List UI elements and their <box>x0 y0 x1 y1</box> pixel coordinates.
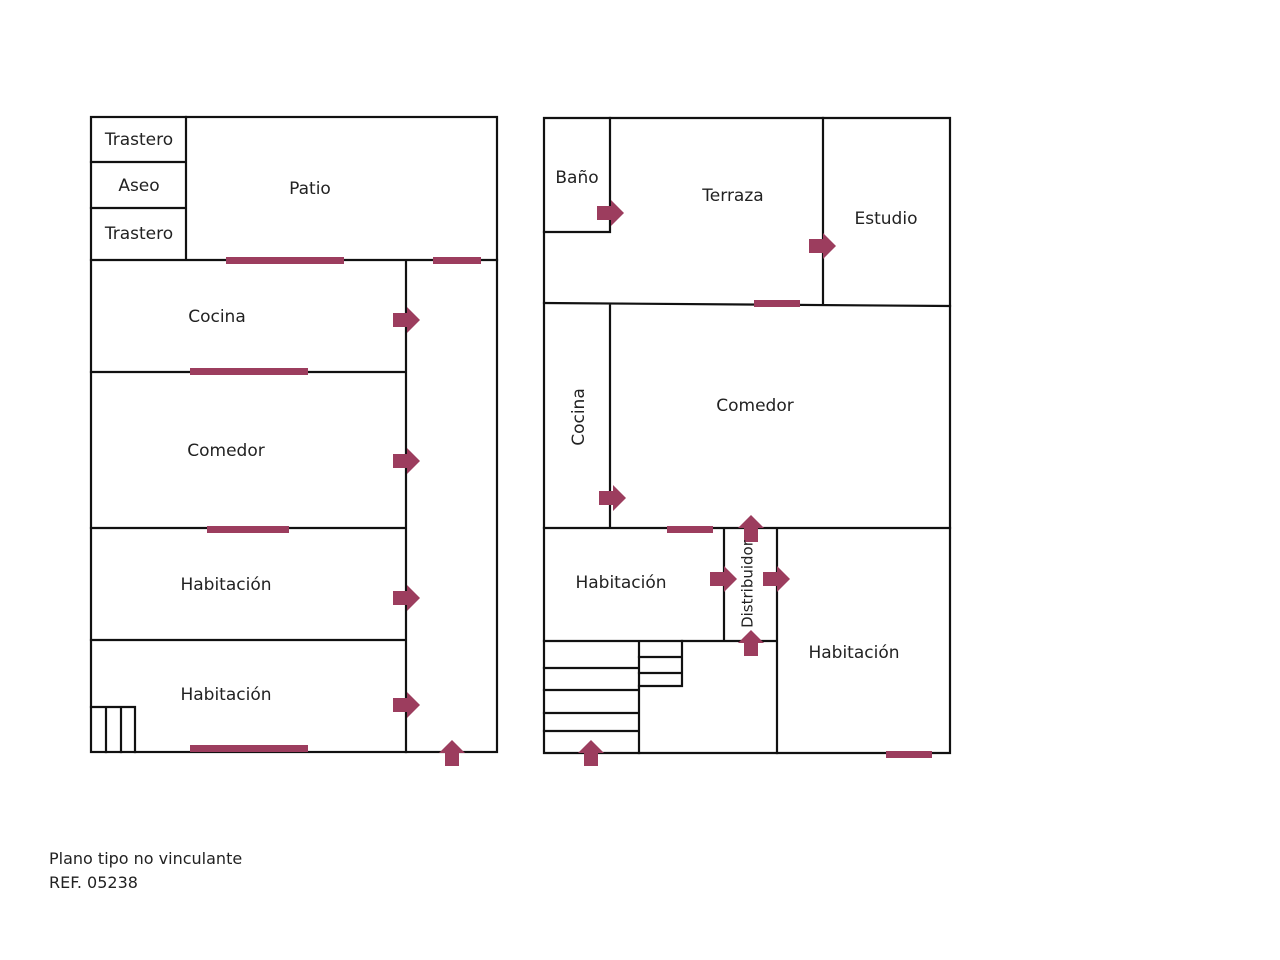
doors <box>190 257 481 752</box>
reference-number: REF. 05238 <box>49 873 138 892</box>
room-label: Trastero <box>104 224 173 244</box>
room-label: Cocina <box>569 388 589 446</box>
floor-plan-left: Trastero Aseo Trastero Patio Cocina Come… <box>89 115 499 766</box>
room-label: Terraza <box>701 186 763 206</box>
outer-wall <box>542 116 952 755</box>
room-label: Baño <box>555 168 598 188</box>
room-label: Patio <box>289 179 331 199</box>
room-label: Comedor <box>716 396 793 416</box>
stairs <box>89 705 137 754</box>
room-label: Cocina <box>188 307 246 327</box>
room-label: Comedor <box>187 441 264 461</box>
room-label: Distribuidor <box>739 539 757 628</box>
room-label: Habitación <box>180 575 271 595</box>
room-label: Trastero <box>104 130 173 150</box>
walls <box>89 115 499 754</box>
floor-plan-right: Baño Terraza Estudio Cocina Comedor Habi… <box>542 116 952 766</box>
room-label: Habitación <box>180 685 271 705</box>
arrow-icons <box>393 307 465 766</box>
room-label: Estudio <box>855 209 918 229</box>
outer-wall <box>89 115 499 754</box>
room-label: Aseo <box>118 176 159 196</box>
disclaimer-note: Plano tipo no vinculante <box>49 849 243 868</box>
room-label: Habitación <box>575 573 666 593</box>
stairs <box>542 639 684 733</box>
doors <box>667 300 932 758</box>
room-label: Habitación <box>808 643 899 663</box>
arrow-icons <box>578 200 836 766</box>
